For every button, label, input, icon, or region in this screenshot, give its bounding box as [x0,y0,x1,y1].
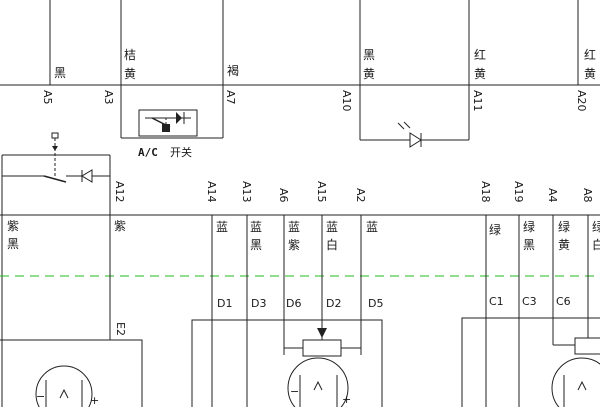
wire-color-label: 蓝 [288,220,300,234]
lower-wire-color-labels: 紫 黑 紫 蓝 蓝 黑 蓝 紫 蓝 白 蓝 绿 绿 黑 绿 黄 绿 白 [7,219,600,252]
wire-color-label: 绿 [558,219,570,234]
wire-color-label: 黑 [523,238,535,252]
motor-polarity-label: + [90,394,99,407]
pin-label: D3 [251,297,266,310]
pin-label: A2 [354,188,367,203]
pin-label: D5 [368,297,383,310]
motor-polarity-label: + [342,393,351,406]
pin-label: A4 [546,188,559,203]
wire-color-label: 红 [474,47,486,62]
wire-color-label: 黄 [474,67,486,81]
top-wire-color-labels: 黑 桔 黄 褐 黑 黄 红 黄 红 黄 [54,47,596,81]
motor-polarity-label: − [290,385,299,398]
wire-color-label: 黄 [363,67,375,81]
pin-label: A20 [575,90,588,112]
wire-color-label: 蓝 [326,220,338,234]
actuator-e-housing [0,339,143,407]
bottom-pin-labels: E2 D1 D3 D6 D2 D5 C1 C3 C6 [114,295,571,336]
pin-label: D1 [217,297,232,310]
pin-label: A12 [113,181,126,203]
pin-label: A7 [224,90,237,105]
motor-d-icon [287,357,349,407]
led-indicator-icon [397,121,422,148]
wire-color-label: 紫 [288,238,300,252]
pin-label: A8 [581,188,594,203]
wire-color-label: 黑 [7,237,19,251]
top-pin-labels: A5 A3 A7 A10 A11 A20 [41,90,588,112]
wire-color-label: 白 [326,237,338,252]
motor-polarity-label: − [36,390,45,403]
potentiometer-d [302,339,342,357]
wire-color-label: 黑 [363,48,375,62]
wire-color-label: 紫 [7,219,19,233]
wire-color-label: 蓝 [216,220,228,234]
left-switch [1,132,111,407]
potentiometer-c [574,337,600,355]
pin-label: D2 [326,297,341,310]
pin-label: A10 [340,90,353,112]
pin-label: C1 [489,295,504,308]
wire-color-label: 黄 [124,67,136,81]
ac-switch-symbol [138,109,198,137]
pin-label: A11 [471,90,484,112]
motor-e-icon [35,365,93,407]
pin-label: A5 [41,90,54,105]
wire-color-label: 绿 [523,219,535,234]
wire-color-label: 红 [584,47,596,62]
wire-color-label: 黑 [250,238,262,252]
wire-color-label: 蓝 [250,220,262,234]
switch-led-icon [81,169,93,183]
actuator-c-housing [461,317,600,407]
pin-label: A3 [102,90,115,105]
pin-label: E2 [114,322,127,336]
ac-switch-label: A/C [138,146,158,159]
pin-label: A13 [240,181,253,203]
pin-label: A14 [205,181,218,203]
wire-color-label: 紫 [114,219,126,233]
wire-color-label: 黄 [584,67,596,81]
pin-label: A19 [512,181,525,203]
pin-label: A15 [315,181,328,203]
wire-color-label: 桔 [124,48,136,62]
lower-section: − + − + A12 A14 A13 A6 A15 A2 A18 A19 A4… [0,181,600,407]
motor-c-icon [551,357,600,407]
actuator-d-housing [191,319,383,407]
wire-color-label: 白 [592,237,600,252]
wire-color-label: 绿 [592,219,600,234]
ac-switch-text: 开关 [170,145,192,159]
wire-color-label: 蓝 [366,220,378,234]
pin-label: A18 [479,181,492,203]
pin-label: C6 [556,295,571,308]
pin-label: C3 [522,295,537,308]
lower-pin-labels: A12 A14 A13 A6 A15 A2 A18 A19 A4 A8 [113,181,594,203]
wire-color-label: 黑 [54,66,66,80]
switch-contact [43,175,67,183]
potentiometer-wiper-icon [317,328,327,338]
wire-color-label: 黄 [558,238,570,252]
wire-color-label: 绿 [489,222,501,237]
pin-label: D6 [286,297,301,310]
wire-color-label: 褐 [227,63,239,78]
top-section: A/C 开关 黑 桔 黄 褐 黑 黄 红 黄 红 黄 A5 A3 A7 [0,0,600,159]
pin-label: A6 [277,188,290,203]
